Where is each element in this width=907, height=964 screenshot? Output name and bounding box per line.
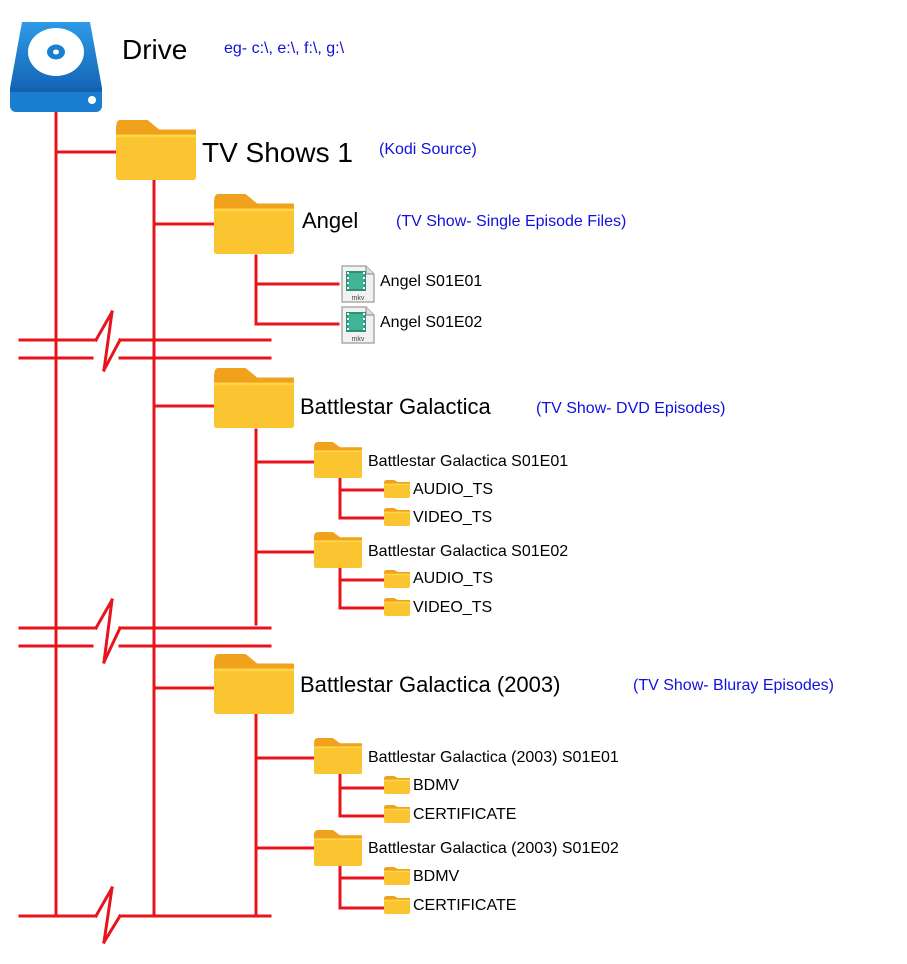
- folder-icon: [382, 803, 412, 830]
- folder-icon: [382, 506, 412, 533]
- subfolder-label: CERTIFICATE: [413, 897, 517, 914]
- hard-drive-icon: [10, 22, 102, 112]
- folder-icon: [312, 440, 364, 485]
- subfolder-label: BDMV: [413, 868, 460, 885]
- episode-label: Battlestar Galactica (2003) S01E02: [368, 840, 619, 857]
- subfolder-label: VIDEO_TS: [413, 509, 493, 526]
- svg-text:mkv: mkv: [352, 295, 365, 302]
- subfolder-label: AUDIO_TS: [413, 570, 494, 587]
- folder-icon: [382, 596, 412, 623]
- file-label: Angel S01E01: [380, 273, 483, 290]
- folder-icon: [312, 736, 364, 781]
- folder-icon: [114, 118, 198, 187]
- show-label: Battlestar Galactica: [300, 394, 491, 419]
- mkv-file-icon: mkv: [340, 264, 376, 309]
- mkv-file-icon: mkv: [340, 305, 376, 350]
- folder-icon: [382, 774, 412, 801]
- subfolder-label: AUDIO_TS: [413, 481, 494, 498]
- break-mark-3: [18, 885, 272, 945]
- break-mark-2: [18, 597, 272, 664]
- folder-icon: [382, 568, 412, 595]
- subfolder-label: BDMV: [413, 777, 460, 794]
- break-mark-1: [18, 309, 272, 373]
- folder-icon: [312, 530, 364, 575]
- folder-icon: [382, 478, 412, 505]
- show-note: (TV Show- Bluray Episodes): [633, 677, 834, 694]
- source-note: (Kodi Source): [379, 141, 477, 158]
- episode-label: Battlestar Galactica (2003) S01E01: [368, 749, 619, 766]
- subfolder-label: CERTIFICATE: [413, 806, 517, 823]
- file-label: Angel S01E02: [380, 314, 483, 331]
- episode-label: Battlestar Galactica S01E02: [368, 543, 569, 560]
- folder-icon: [312, 828, 364, 873]
- show-note: (TV Show- Single Episode Files): [396, 213, 627, 230]
- folder-icon: [212, 652, 296, 721]
- show-label: Angel: [302, 208, 359, 233]
- drive-label: Drive: [122, 34, 188, 65]
- show-label: Battlestar Galactica (2003): [300, 672, 561, 697]
- folder-icon: [212, 366, 296, 435]
- folder-icon: [212, 192, 296, 261]
- folder-icon: [382, 865, 412, 892]
- episode-label: Battlestar Galactica S01E01: [368, 453, 569, 470]
- source-label: TV Shows 1: [202, 137, 353, 168]
- folder-icon: [382, 894, 412, 921]
- subfolder-label: VIDEO_TS: [413, 599, 493, 616]
- svg-text:mkv: mkv: [352, 336, 365, 343]
- drive-note: eg- c:\, e:\, f:\, g:\: [224, 40, 345, 57]
- show-note: (TV Show- DVD Episodes): [536, 400, 726, 417]
